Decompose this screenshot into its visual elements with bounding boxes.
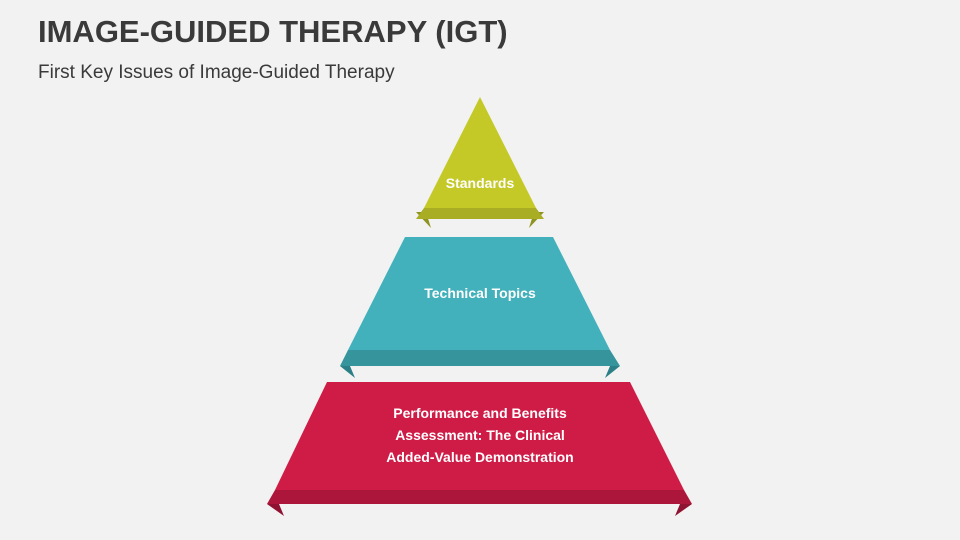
tier-bottom-trapezoid bbox=[275, 382, 684, 490]
tier-middle-label: Technical Topics bbox=[424, 282, 536, 304]
tier-top-ribbon bbox=[416, 208, 544, 219]
slide-title: IMAGE-GUIDED THERAPY (IGT) bbox=[38, 14, 508, 49]
tier-top-label: Standards bbox=[446, 172, 514, 194]
tier-middle-ribbon bbox=[340, 350, 620, 366]
tier-top-label-text: Standards bbox=[445, 175, 515, 191]
pyramid-tier-middle bbox=[340, 237, 620, 378]
tier-top-triangle bbox=[424, 97, 536, 208]
tier-bottom-label-line-3: Added-Value Demonstration bbox=[386, 449, 574, 465]
tier-middle-label-text: Technical Topics bbox=[424, 285, 536, 301]
tier-middle-fold-left bbox=[340, 366, 355, 378]
tier-middle-fold-right bbox=[605, 366, 620, 378]
tier-bottom-fold-left bbox=[267, 504, 284, 516]
pyramid-tier-bottom bbox=[267, 382, 692, 516]
tier-middle-trapezoid bbox=[348, 237, 610, 350]
tier-bottom-ribbon bbox=[267, 490, 692, 504]
pyramid-tier-top bbox=[416, 97, 544, 228]
tier-bottom-fold-right bbox=[675, 504, 692, 516]
tier-bottom-label: Performance and Benefits Assessment: The… bbox=[386, 402, 573, 468]
tier-bottom-label-line-1: Performance and Benefits bbox=[393, 405, 567, 421]
slide-subtitle: First Key Issues of Image-Guided Therapy bbox=[38, 62, 395, 83]
tier-bottom-label-line-2: Assessment: The Clinical bbox=[395, 427, 565, 443]
